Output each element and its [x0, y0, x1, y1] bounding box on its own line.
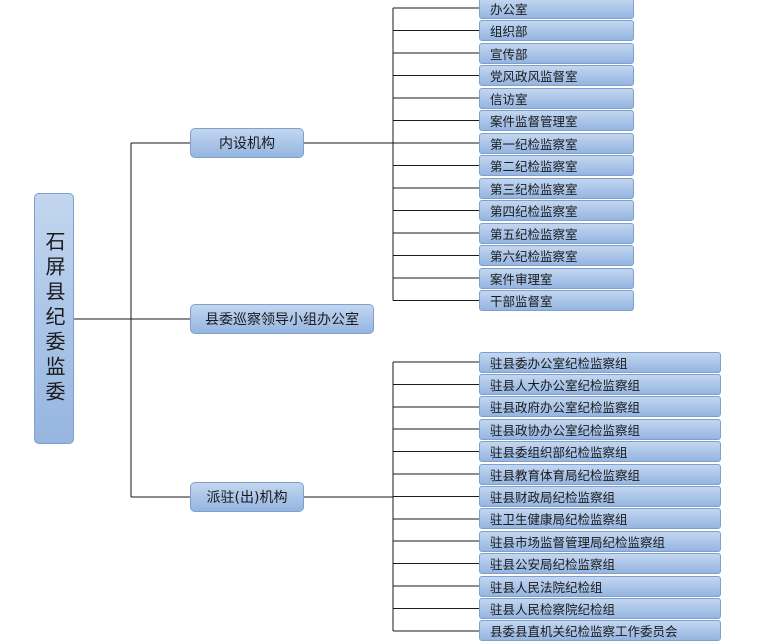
leaf-node-0-2-label: 宣传部	[490, 46, 528, 62]
leaf-node-2-10: 驻县人民法院纪检组	[479, 575, 721, 597]
leaf-node-2-2-label: 驻县政府办公室纪检监察组	[490, 400, 641, 416]
root-node: 石屏县纪委监委	[34, 193, 74, 444]
leaf-node-2-7: 驻卫生健康局纪检监察组	[479, 508, 721, 530]
leaf-node-0-4-label: 信访室	[490, 91, 528, 107]
leaf-node-0-3-label: 党风政风监督室	[490, 69, 578, 84]
leaf-node-2-8: 驻县市场监督管理局纪检监察组	[479, 530, 721, 552]
leaf-node-2-7-label: 驻卫生健康局纪检监察组	[490, 512, 628, 528]
leaf-node-0-5: 案件监督管理室	[479, 110, 634, 131]
leaf-node-2-2: 驻县政府办公室纪检监察组	[479, 396, 721, 418]
leaf-node-0-11: 第六纪检监察室	[479, 245, 634, 266]
leaf-node-2-6-label: 驻县财政局纪检监察组	[490, 489, 616, 505]
leaf-node-0-12: 案件审理室	[479, 267, 634, 289]
leaf-node-0-7-label: 第二纪检监察室	[490, 159, 578, 174]
leaf-node-0-13: 干部监督室	[479, 290, 634, 311]
leaf-node-0-5-label: 案件监督管理室	[490, 114, 578, 129]
leaf-node-2-11: 驻县人民检察院纪检组	[479, 597, 721, 619]
leaf-node-2-12-label: 县委县直机关纪检监察工作委员会	[490, 624, 678, 640]
leaf-node-2-3-label: 驻县政协办公室纪检监察组	[490, 422, 641, 438]
leaf-node-2-12: 县委县直机关纪检监察工作委员会	[479, 620, 721, 641]
leaf-node-0-8-label: 第三纪检监察室	[490, 181, 578, 197]
branch-node-0-label: 内设机构	[219, 136, 275, 152]
leaf-node-0-1: 组织部	[479, 20, 634, 41]
root-label: 石屏县纪委监委	[42, 231, 66, 406]
leaf-node-0-10-label: 第五纪检监察室	[490, 226, 578, 242]
leaf-node-0-0: 办公室	[479, 0, 634, 19]
leaf-node-2-4-label: 驻县委组织部纪检监察组	[490, 445, 628, 461]
leaf-node-0-8: 第三纪检监察室	[479, 177, 634, 199]
branch-node-1: 县委巡察领导小组办公室	[190, 304, 374, 334]
branch-node-1-label: 县委巡察领导小组办公室	[205, 312, 359, 328]
leaf-node-0-9-label: 第四纪检监察室	[490, 204, 578, 219]
leaf-node-2-9-label: 驻县公安局纪检监察组	[490, 557, 616, 573]
branch-node-2-label: 派驻(出)机构	[206, 490, 288, 506]
leaf-node-2-3: 驻县政协办公室纪检监察组	[479, 418, 721, 440]
leaf-node-0-9: 第四纪检监察室	[479, 200, 634, 221]
leaf-node-2-11-label: 驻县人民检察院纪检组	[490, 601, 616, 617]
leaf-node-0-7: 第二纪检监察室	[479, 155, 634, 176]
leaf-node-2-10-label: 驻县人民法院纪检组	[490, 579, 603, 595]
leaf-node-0-11-label: 第六纪检监察室	[490, 249, 578, 264]
leaf-node-0-0-label: 办公室	[490, 1, 528, 17]
leaf-node-0-6: 第一纪检监察室	[479, 132, 634, 154]
leaf-node-2-8-label: 驻县市场监督管理局纪检监察组	[490, 534, 666, 550]
leaf-node-0-6-label: 第一纪检监察室	[490, 136, 578, 152]
leaf-node-0-13-label: 干部监督室	[490, 294, 553, 309]
leaf-node-0-2: 宣传部	[479, 42, 634, 64]
leaf-node-2-4: 驻县委组织部纪检监察组	[479, 441, 721, 463]
leaf-node-0-1-label: 组织部	[490, 24, 528, 39]
leaf-node-0-12-label: 案件审理室	[490, 271, 553, 287]
branch-node-0: 内设机构	[190, 128, 304, 158]
leaf-node-2-5: 驻县教育体育局纪检监察组	[479, 463, 721, 485]
leaf-node-0-3: 党风政风监督室	[479, 65, 634, 86]
leaf-node-2-5-label: 驻县教育体育局纪检监察组	[490, 467, 641, 483]
leaf-node-2-6: 驻县财政局纪检监察组	[479, 485, 721, 507]
leaf-node-2-1: 驻县人大办公室纪检监察组	[479, 373, 721, 395]
leaf-node-0-4: 信访室	[479, 87, 634, 109]
branch-node-2: 派驻(出)机构	[190, 482, 304, 512]
leaf-node-2-0-label: 驻县委办公室纪检监察组	[490, 355, 628, 371]
leaf-node-0-10: 第五纪检监察室	[479, 222, 634, 244]
leaf-node-2-0: 驻县委办公室纪检监察组	[479, 351, 721, 373]
leaf-node-2-9: 驻县公安局纪检监察组	[479, 553, 721, 575]
leaf-node-2-1-label: 驻县人大办公室纪检监察组	[490, 377, 641, 393]
